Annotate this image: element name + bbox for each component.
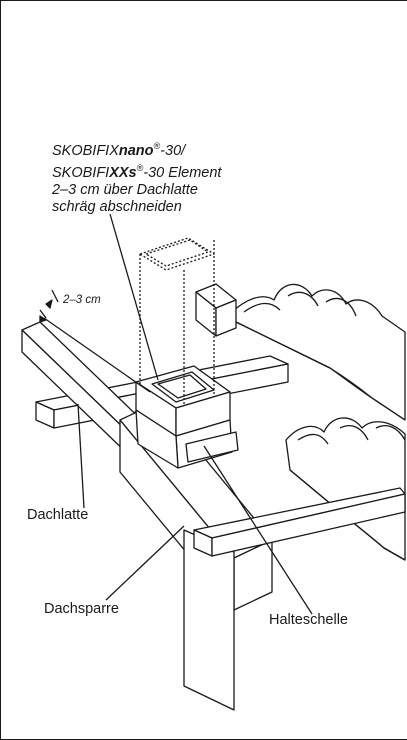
note-line-4: schräg abschneiden [52,198,182,215]
label-halteschelle: Halteschelle [269,612,348,628]
label-dachsparre: Dachsparre [44,601,119,617]
label-dachlatte: Dachlatte [27,507,89,523]
dimension-markers [39,289,151,393]
rafter [119,401,273,711]
support-element [135,237,239,469]
clamp-band [185,431,239,463]
front-batten [193,487,406,557]
roof-tiles [231,283,406,561]
leader-lines [77,213,313,615]
note-line-2: SKOBIFIXXs®-30 Element [52,162,222,181]
element-note: SKOBIFIXnano®-30/ SKOBIFIXXs®-30 Element… [52,138,221,216]
upper-batten [195,283,237,337]
note-line-1: SKOBIFIXnano®-30/ [52,141,186,159]
note-line-3: 2–3 cm über Dachlatte [52,181,198,198]
roof-tile-lower [285,417,406,561]
dimension-label: 2–3 cm [63,294,101,306]
roof-tile-upper [231,283,406,421]
